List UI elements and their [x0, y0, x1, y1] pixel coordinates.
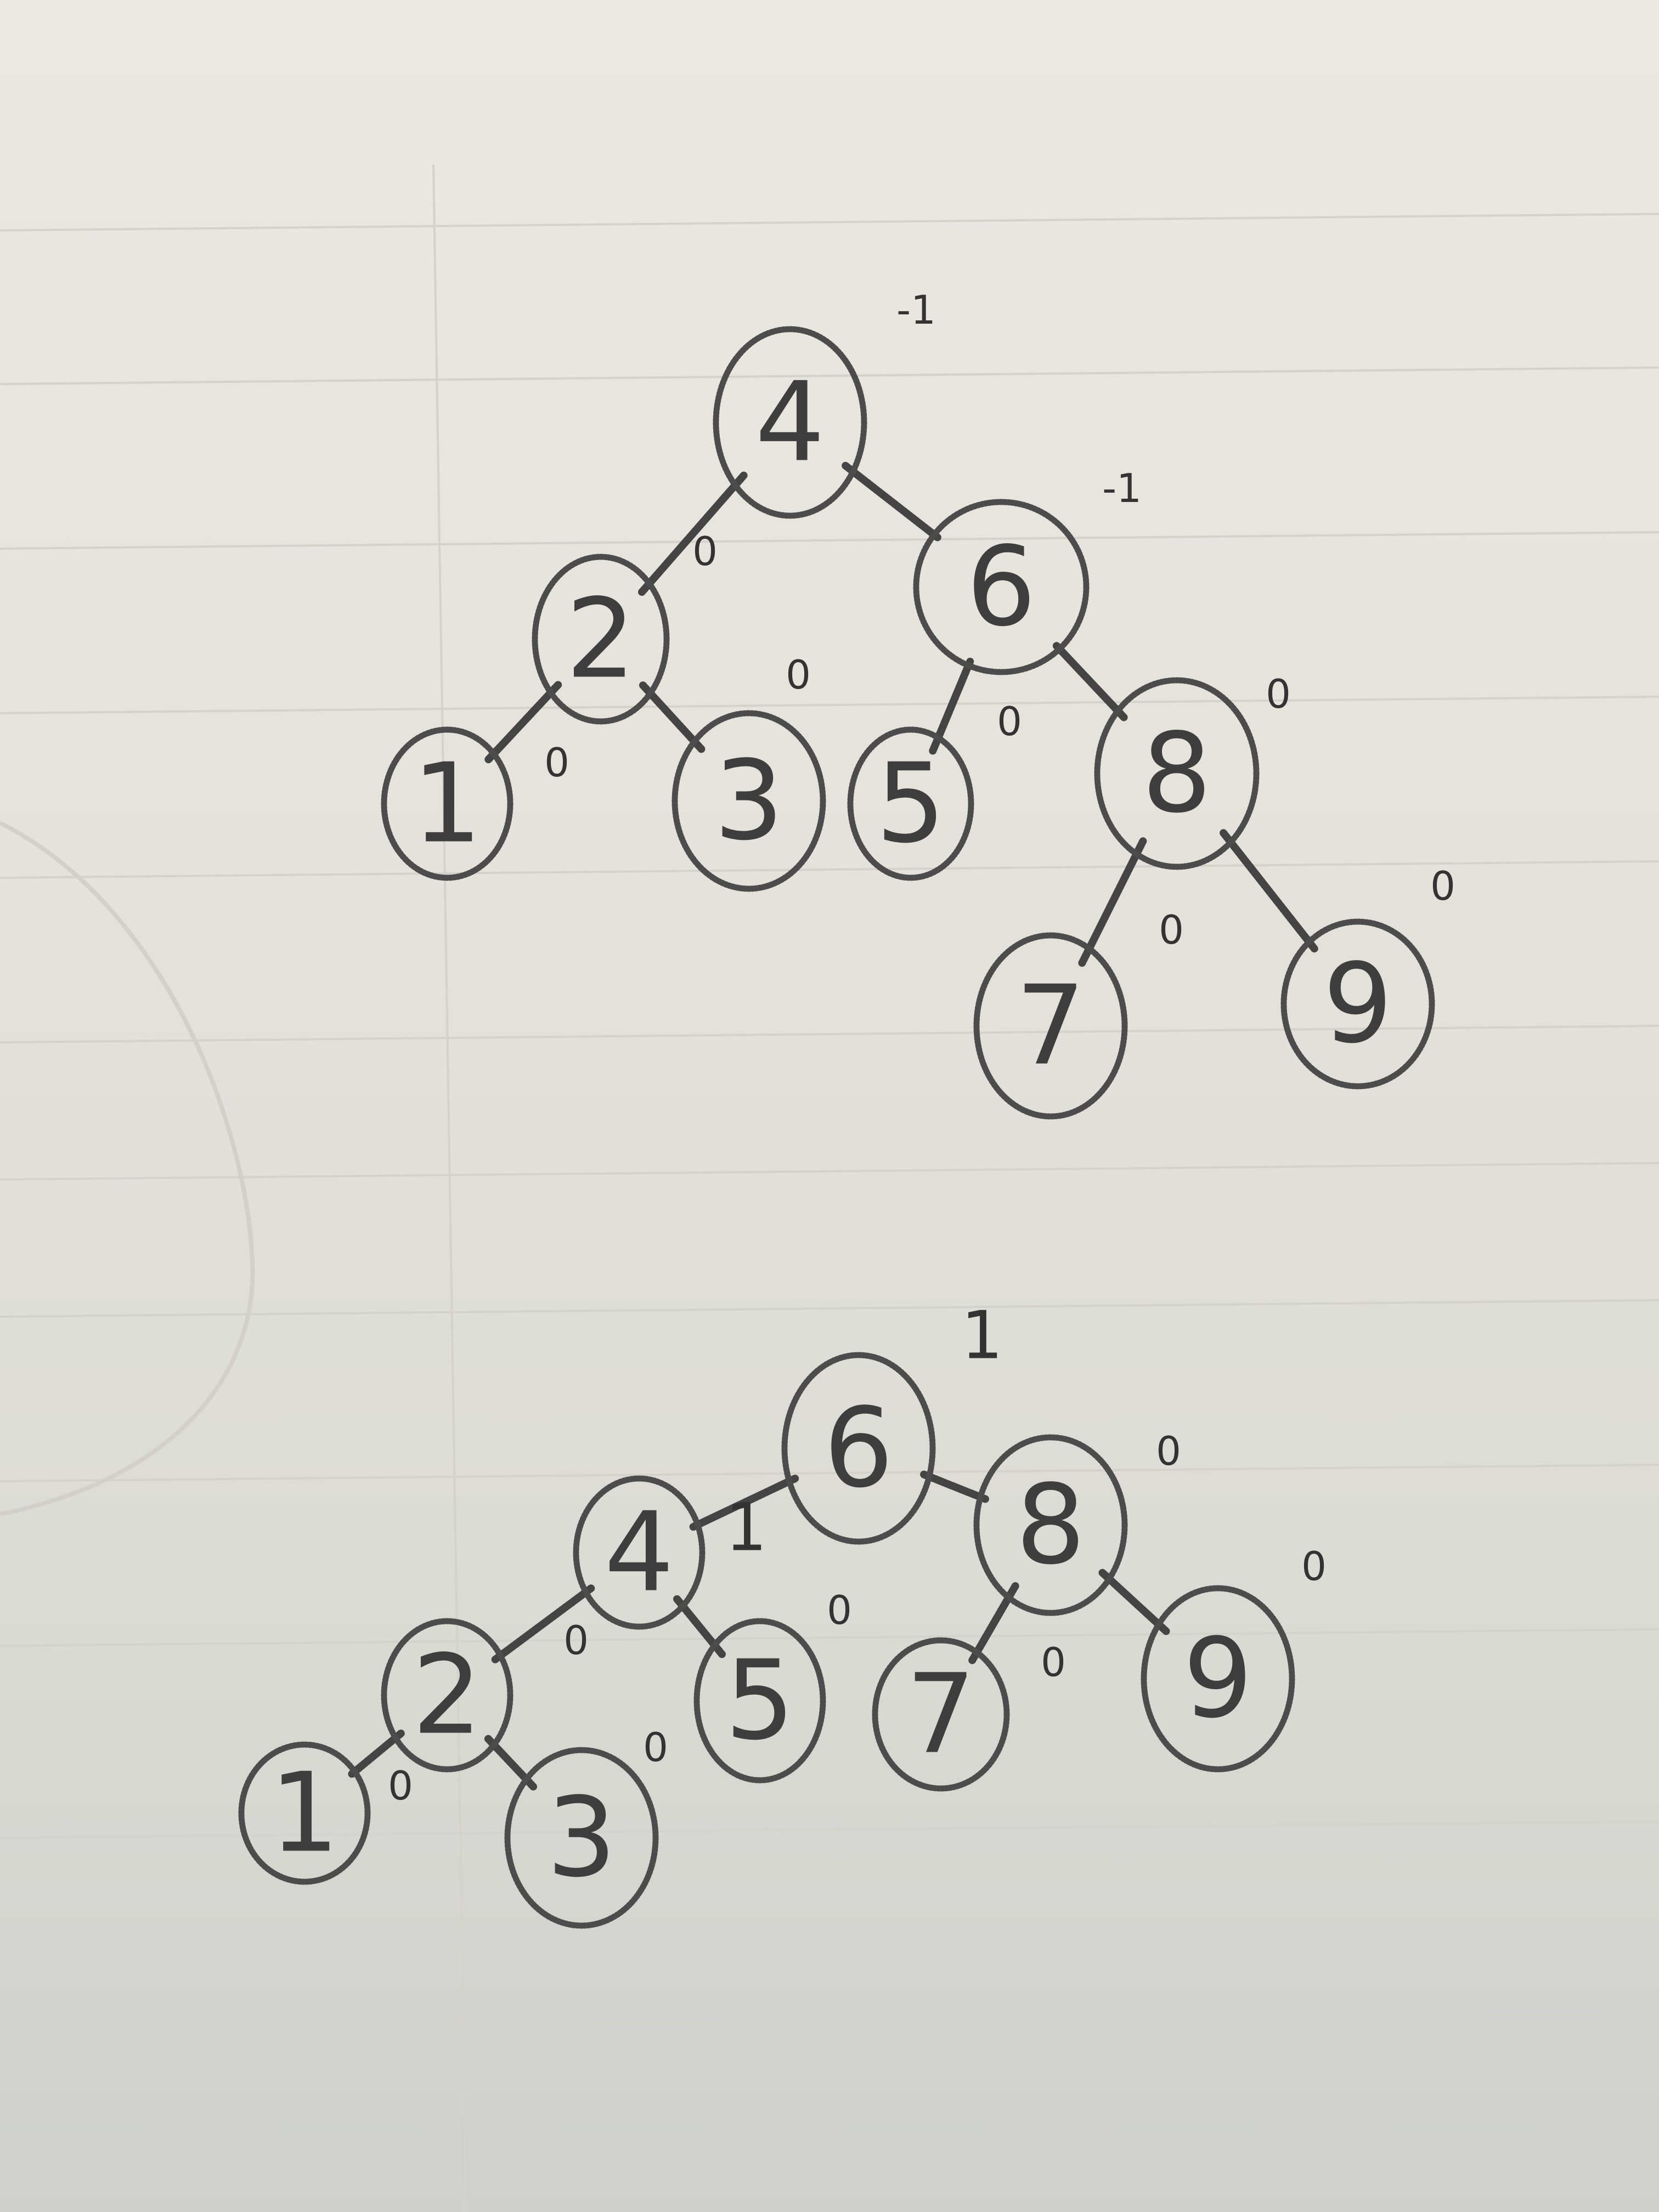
- node-circle: [913, 499, 1090, 675]
- balance-factor-label: 0: [1159, 907, 1184, 953]
- node-value: 1: [412, 740, 482, 868]
- node-circle: [381, 726, 514, 881]
- balance-factor-label: 0: [786, 652, 811, 698]
- node-value: 6: [823, 1385, 893, 1513]
- node-circle: [1280, 918, 1435, 1090]
- tree-node-m8: 80: [973, 1428, 1181, 1616]
- tree-edge: [637, 471, 748, 596]
- node-circle: [1141, 1585, 1295, 1773]
- node-value: 6: [966, 523, 1036, 651]
- balance-factor-label: 0: [388, 1763, 413, 1809]
- balance-factor-label: -1: [1102, 465, 1142, 511]
- node-circle: [847, 726, 974, 881]
- balance-factor-label: 0: [692, 528, 718, 574]
- node-circle: [872, 1637, 1010, 1792]
- balance-factor-label: 0: [1430, 863, 1455, 909]
- node-circle: [238, 1741, 371, 1885]
- balance-factor-label: -1: [896, 287, 936, 333]
- node-value: 5: [876, 740, 945, 868]
- node-circle: [781, 1352, 936, 1545]
- node-value: 9: [1323, 940, 1392, 1068]
- node-value: 3: [546, 1774, 616, 1902]
- balance-factor-label: 0: [643, 1724, 668, 1770]
- tree-node-n7: 70: [973, 907, 1184, 1120]
- node-circle: [381, 1618, 514, 1773]
- node-circle: [504, 1747, 659, 1929]
- node-circle: [672, 710, 826, 892]
- balance-factor-label: 0: [544, 740, 569, 786]
- node-circle: [573, 1475, 706, 1630]
- paper-smudge: [0, 821, 255, 1516]
- tree-edge: [1052, 642, 1129, 723]
- tree-node-m3: 30: [504, 1724, 668, 1929]
- node-circle: [973, 1434, 1128, 1616]
- node-circle: [693, 1618, 826, 1784]
- balance-factor-label: 0: [563, 1617, 589, 1663]
- node-circle: [973, 932, 1128, 1120]
- balance-factor-label: 0: [1266, 671, 1291, 717]
- tree-edge: [1078, 837, 1147, 967]
- node-circle: [1094, 677, 1260, 870]
- tree-node-m6: 61: [781, 1298, 1003, 1545]
- node-value: 2: [412, 1632, 482, 1759]
- balance-factor-label: 1: [725, 1490, 767, 1566]
- node-value: 8: [1015, 1462, 1085, 1589]
- tree-edge: [491, 1584, 595, 1663]
- tree-edge: [842, 461, 941, 541]
- tree-edge: [1098, 1568, 1170, 1635]
- tree-edge: [1220, 829, 1318, 953]
- tree-node-n5: 50: [847, 698, 1022, 881]
- node-value: 4: [755, 359, 825, 487]
- balance-factor-label: 0: [1041, 1639, 1066, 1685]
- tree-edge: [347, 1729, 405, 1779]
- balance-factor-label: 0: [827, 1587, 852, 1633]
- balance-factor-label: 0: [997, 698, 1022, 744]
- balance-factor-label: 1: [961, 1298, 1003, 1374]
- node-value: 1: [269, 1750, 339, 1877]
- tree-node-m5: 50: [693, 1587, 852, 1784]
- node-value: 4: [604, 1489, 674, 1617]
- tree-node-n4: 4 -1: [713, 287, 936, 519]
- node-value: 3: [714, 737, 783, 865]
- tree-node-n3: 30: [672, 652, 826, 892]
- node-value: 8: [1142, 710, 1211, 838]
- node-circle: [713, 326, 867, 519]
- tree-before-edges: [484, 461, 1318, 967]
- node-value: 7: [906, 1651, 975, 1779]
- tree-node-n9: 90: [1280, 863, 1455, 1090]
- balance-factor-label: 0: [1301, 1543, 1327, 1589]
- node-circle: [532, 554, 670, 725]
- node-value: 2: [566, 575, 635, 703]
- tree-edge: [920, 1470, 989, 1503]
- tree-node-n2: 20: [532, 528, 718, 725]
- node-value: 5: [725, 1637, 794, 1765]
- paper-rules: [0, 164, 1659, 2212]
- node-value: 7: [1015, 962, 1085, 1090]
- tree-edge: [639, 681, 706, 753]
- tree-node-m9: 90: [1141, 1543, 1327, 1773]
- tree-node-n8: 80: [1094, 671, 1291, 870]
- tree-edge: [689, 1475, 799, 1531]
- tree-edge: [484, 681, 562, 764]
- tree-node-n6: 6 -1: [913, 465, 1142, 675]
- balance-factor-label: 0: [1156, 1428, 1181, 1474]
- node-value: 9: [1183, 1615, 1252, 1743]
